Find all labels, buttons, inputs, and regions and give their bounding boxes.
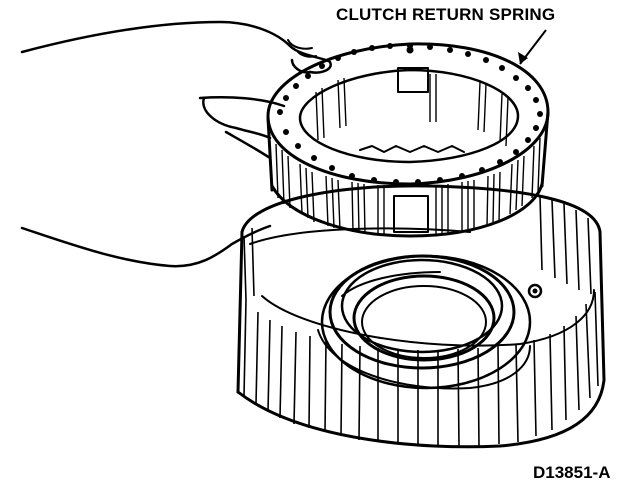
clutch-drum bbox=[236, 184, 606, 449]
callout-label: CLUTCH RETURN SPRING bbox=[336, 5, 556, 24]
callout-leader bbox=[518, 29, 547, 65]
clutch-return-spring bbox=[266, 42, 550, 238]
hand bbox=[20, 20, 332, 268]
figure-id: D13851-A bbox=[533, 463, 611, 482]
